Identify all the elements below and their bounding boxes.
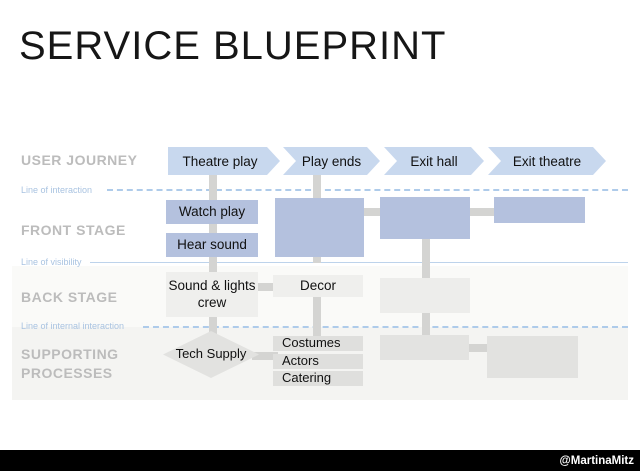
lane-label-back-stage: BACK STAGE — [21, 289, 118, 305]
line-of-visibility-rule — [90, 262, 628, 263]
lane-label-front-stage: FRONT STAGE — [21, 222, 126, 238]
page-title: SERVICE BLUEPRINT — [19, 24, 447, 68]
journey-step-play-ends: Play ends — [283, 147, 380, 175]
connector-supporta-supportb — [467, 344, 489, 352]
lane-label-supporting-processes: SUPPORTING PROCESSES — [21, 346, 119, 381]
supporting-box-unlabeled-2 — [487, 336, 578, 378]
connector-soundcrew-techsupply — [209, 315, 217, 337]
supporting-box-unlabeled-1 — [380, 335, 469, 360]
journey-step-theatre-play: Theatre play — [168, 147, 280, 175]
connector-theatreplay-watchplay — [209, 175, 217, 273]
front-stage-box-unlabeled-1 — [275, 198, 364, 257]
journey-step-exit-hall: Exit hall — [384, 147, 484, 175]
footer-bar: @MartinaMitz — [0, 450, 640, 471]
back-stage-box-decor: Decor — [273, 275, 363, 297]
line-of-interaction-label: Line of interaction — [21, 185, 93, 195]
connector-frontmed-frontwide — [468, 208, 496, 216]
line-of-interaction-rule — [107, 189, 628, 191]
connector-decor-costumes — [313, 296, 321, 338]
front-stage-box-watch-play: Watch play — [166, 200, 258, 224]
journey-step-exit-theatre: Exit theatre — [488, 147, 606, 175]
author-credit: @MartinaMitz — [559, 454, 634, 467]
back-stage-box-sound-lights-crew: Sound & lights crew — [166, 272, 258, 317]
supporting-box-catering: Catering — [273, 370, 363, 386]
connector-frontbig-frontmed — [362, 208, 382, 216]
line-of-internal-interaction-rule — [143, 326, 628, 328]
back-stage-box-unlabeled — [380, 278, 470, 313]
line-of-visibility-label: Line of visibility — [21, 257, 82, 267]
front-stage-box-hear-sound: Hear sound — [166, 233, 258, 257]
supporting-box-actors: Actors — [273, 353, 363, 369]
supporting-box-costumes: Costumes — [273, 335, 363, 351]
connector-soundcrew-decor — [256, 283, 276, 291]
front-stage-box-unlabeled-2 — [380, 197, 470, 239]
line-of-internal-interaction-label: Line of internal interaction — [21, 321, 125, 331]
connector-techsupply-actors — [252, 352, 278, 360]
front-stage-box-unlabeled-3 — [494, 197, 585, 223]
lane-label-user-journey: USER JOURNEY — [21, 152, 138, 168]
